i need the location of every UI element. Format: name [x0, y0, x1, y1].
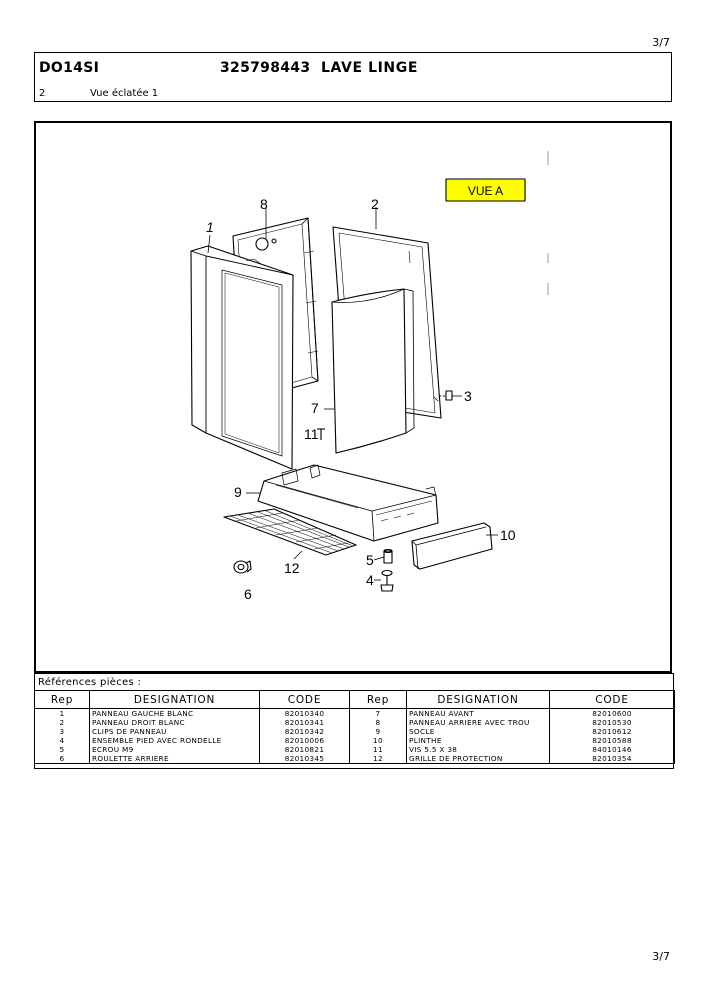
- column-header: CODE: [549, 690, 675, 709]
- left-panel-part: [190, 245, 294, 470]
- column-header: CODE: [259, 690, 350, 709]
- callout-2: 2: [371, 196, 379, 212]
- rep-cell: 7: [349, 708, 407, 718]
- screw-part: [317, 428, 325, 440]
- designation-cell: GRILLE DE PROTECTION: [406, 754, 550, 764]
- code-cell: 82010588: [549, 736, 675, 745]
- rep-cell: 1: [34, 708, 90, 718]
- page-number-top: 3/7: [652, 36, 670, 49]
- code-cell: 82010600: [549, 708, 675, 718]
- exploded-view-diagram: VUE A: [34, 121, 672, 673]
- section-number: 2: [39, 88, 46, 99]
- code-cell: 82010354: [549, 754, 675, 764]
- front-panel-part: [331, 288, 415, 454]
- designation-cell: PANNEAU ARRIERE AVEC TROU: [406, 718, 550, 727]
- parts-reference-title: Références pièces :: [38, 677, 142, 688]
- nut-part: [383, 548, 393, 564]
- code-cell: 82010006: [259, 736, 350, 745]
- code-cell: 82010340: [259, 708, 350, 718]
- exploded-view-drawing: VUE A: [190, 151, 549, 602]
- designation-cell: ENSEMBLE PIED AVEC RONDELLE: [89, 736, 260, 745]
- document-header: DO14SI 325798443 LAVE LINGE 2 Vue éclaté…: [34, 52, 672, 102]
- parts-reference-section: Références pièces : Rep DESIGNATION CODE…: [34, 673, 675, 769]
- rep-cell: 12: [349, 754, 407, 764]
- rear-wheel-part: [233, 560, 252, 574]
- code-cell: 82010342: [259, 727, 350, 736]
- product-name: LAVE LINGE: [321, 60, 418, 76]
- designation-cell: PANNEAU GAUCHE BLANC: [89, 708, 260, 718]
- view-label: VUE A: [468, 184, 503, 198]
- callout-10: 10: [500, 527, 516, 543]
- callout-7: 7: [311, 400, 319, 416]
- code-cell: 82010530: [549, 718, 675, 727]
- callout-1: 1: [206, 219, 214, 235]
- callout-12: 12: [284, 560, 300, 576]
- base-part: [257, 464, 439, 542]
- column-header: DESIGNATION: [89, 690, 260, 709]
- code-cell: 82010345: [259, 754, 350, 764]
- callout-leaders: [207, 207, 498, 581]
- designation-cell: ROULETTE ARRIERE: [89, 754, 260, 764]
- rep-cell: 8: [349, 718, 407, 727]
- designation-cell: PANNEAU DROIT BLANC: [89, 718, 260, 727]
- table-row: 5 ECROU M9 82010821 11 VIS 5.5 X 38 8401…: [34, 745, 675, 754]
- product-code: 325798443: [220, 60, 311, 76]
- rep-cell: 2: [34, 718, 90, 727]
- designation-cell: PLINTHE: [406, 736, 550, 745]
- designation-cell: ECROU M9: [89, 745, 260, 754]
- rep-cell: 6: [34, 754, 90, 764]
- code-cell: 82010821: [259, 745, 350, 754]
- plinth-part: [411, 522, 493, 570]
- callout-3: 3: [464, 388, 472, 404]
- foot-part: [380, 569, 394, 592]
- table-header-row: Rep DESIGNATION CODE Rep DESIGNATION COD…: [34, 690, 675, 709]
- callout-5: 5: [366, 552, 374, 568]
- code-cell: 84010146: [549, 745, 675, 754]
- table-row: 4 ENSEMBLE PIED AVEC RONDELLE 82010006 1…: [34, 736, 675, 745]
- table-row: 6 ROULETTE ARRIERE 82010345 12 GRILLE DE…: [34, 754, 675, 764]
- rep-cell: 9: [349, 727, 407, 736]
- panel-clip-part: [439, 390, 453, 401]
- rep-cell: 11: [349, 745, 407, 754]
- callout-6: 6: [244, 586, 252, 602]
- callout-11: 11: [304, 426, 319, 442]
- parts-table: Rep DESIGNATION CODE Rep DESIGNATION COD…: [34, 690, 675, 764]
- table-row: 3 CLIPS DE PANNEAU 82010342 9 SOCLE 8201…: [34, 727, 675, 736]
- code-cell: 82010341: [259, 718, 350, 727]
- protection-grid-part: [223, 508, 357, 556]
- view-label-badge: [445, 178, 526, 202]
- rep-cell: 10: [349, 736, 407, 745]
- table-row: 1 PANNEAU GAUCHE BLANC 82010340 7 PANNEA…: [34, 708, 675, 718]
- callout-4: 4: [366, 572, 374, 588]
- designation-cell: SOCLE: [406, 727, 550, 736]
- rep-cell: 5: [34, 745, 90, 754]
- callout-9: 9: [234, 484, 242, 500]
- code-cell: 82010612: [549, 727, 675, 736]
- column-header: DESIGNATION: [406, 690, 550, 709]
- callout-8: 8: [260, 196, 268, 212]
- designation-cell: PANNEAU AVANT: [406, 708, 550, 718]
- page-number-bottom: 3/7: [652, 950, 670, 963]
- table-row: 2 PANNEAU DROIT BLANC 82010341 8 PANNEAU…: [34, 718, 675, 727]
- designation-cell: CLIPS DE PANNEAU: [89, 727, 260, 736]
- rep-cell: 3: [34, 727, 90, 736]
- column-header: Rep: [34, 690, 90, 709]
- section-title: Vue éclatée 1: [90, 88, 159, 99]
- model-name: DO14SI: [39, 60, 100, 76]
- designation-cell: VIS 5.5 X 38: [406, 745, 550, 754]
- column-header: Rep: [349, 690, 407, 709]
- rep-cell: 4: [34, 736, 90, 745]
